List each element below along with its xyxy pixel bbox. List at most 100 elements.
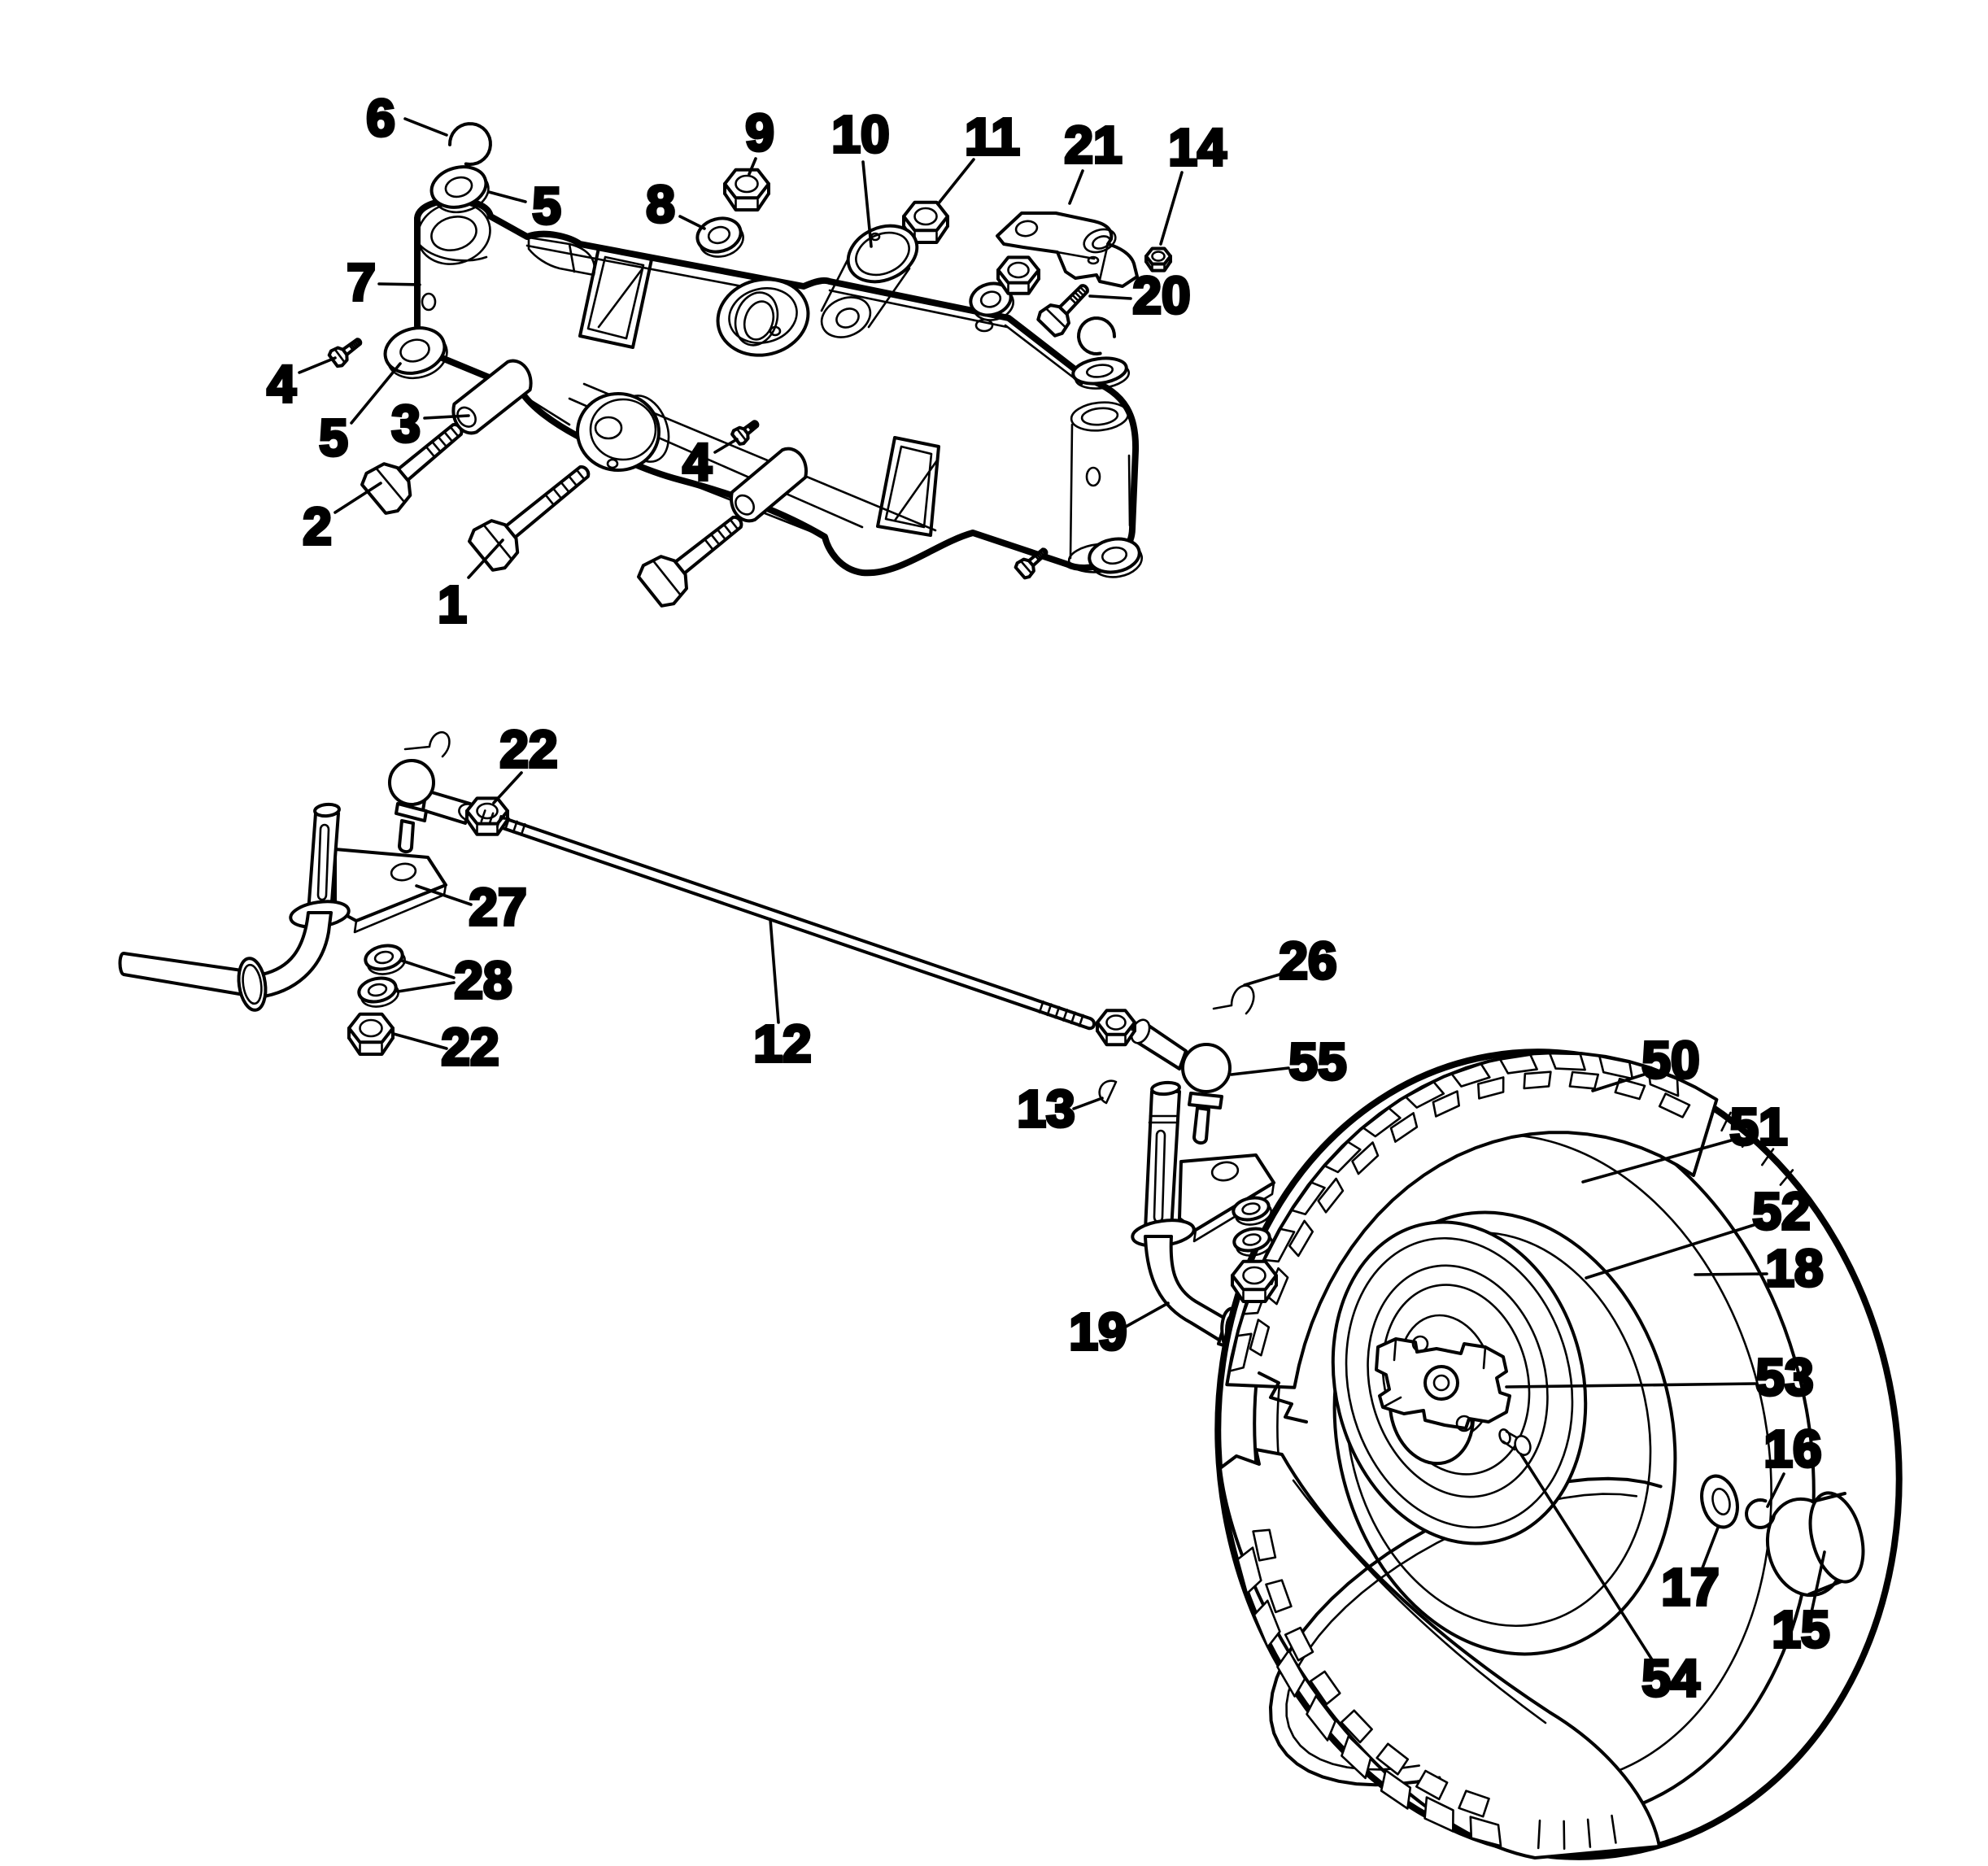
tie-rod-thread: [1062, 1009, 1069, 1022]
left-spindle: [118, 802, 447, 1012]
steering-linkage: [118, 730, 1359, 1388]
nut-under-arm-bore: [1007, 261, 1030, 279]
tread-block: [1252, 1528, 1277, 1562]
callout-leader-14: [1159, 171, 1184, 246]
bolt-1b-head-edge: [652, 559, 682, 597]
axle-window-1: [578, 246, 653, 349]
tie-rod-thread: [520, 822, 526, 836]
part-callout-5: 5: [319, 408, 348, 467]
tire-torn-edge-upper: [1258, 1371, 1308, 1423]
tread-block: [1375, 1742, 1410, 1776]
steering-arm-boss: [1083, 228, 1117, 254]
tread-hatch: [1586, 1818, 1592, 1848]
tie-rod-end-left: [388, 759, 482, 853]
tread-block: [1423, 1796, 1454, 1833]
bolt-2-thread: [430, 440, 442, 453]
nut-right-spindle-bore: [1242, 1266, 1266, 1285]
hook-pin-left: [403, 730, 451, 758]
bolt-20-thread: [1070, 294, 1080, 303]
tread-band-top: [1227, 1052, 1794, 1389]
washer-right-spindle-b: [1232, 1227, 1271, 1253]
part-callout-50: 50: [1641, 1031, 1699, 1089]
callout-leader-15: [1810, 1550, 1826, 1614]
callout-leader-8: [678, 215, 706, 230]
washer-8-bore: [707, 225, 731, 245]
screw-4a-thread: [350, 342, 356, 350]
nut-14-bore: [1151, 251, 1166, 262]
tread-hatch: [1537, 1819, 1541, 1850]
part-callout-13: 13: [1017, 1079, 1075, 1138]
axle-upper-bracket: [527, 236, 596, 277]
bolt-2-head-edge: [374, 466, 406, 504]
part-callout-53: 53: [1755, 1348, 1813, 1406]
tread-hatch: [1563, 1820, 1566, 1850]
bearing-bore-outer: [1423, 1365, 1459, 1401]
right-spindle-plate-hole: [1210, 1161, 1240, 1182]
trel-ball: [388, 759, 435, 806]
spacer-3a-bore: [456, 406, 477, 428]
bolt-small-right-head: [1014, 557, 1035, 580]
part-callout-5: 5: [532, 177, 561, 235]
bolt-1a-thread: [567, 474, 578, 487]
tie-rod-thread: [1054, 1005, 1061, 1019]
nut-22b-hex: [347, 1012, 395, 1044]
callout-leader-5: [350, 362, 402, 425]
spacer-3a: [451, 359, 533, 435]
tread-block: [1548, 1052, 1586, 1071]
trer-stud: [1192, 1106, 1210, 1144]
tread-block: [1477, 1076, 1505, 1100]
bearing-hole-bottom: [1455, 1415, 1473, 1432]
tread-block: [1523, 1070, 1552, 1090]
callout-leader-12: [769, 918, 780, 1024]
spacer-3b: [730, 447, 808, 523]
bushing-10-side: [867, 267, 911, 329]
washer-axle-bottom-bore: [1101, 546, 1128, 565]
valve-stem: [1498, 1428, 1532, 1456]
tread-block: [1253, 1599, 1281, 1649]
washer-17: [1700, 1474, 1739, 1529]
part-callout-22: 22: [499, 720, 557, 778]
part-callout-27: 27: [469, 878, 526, 936]
callout-leader-53: [1505, 1382, 1757, 1389]
nut-right-spindle-hex: [1231, 1259, 1278, 1292]
callout-leader-50: [1591, 1073, 1646, 1092]
bolt-small-right-thread: [1039, 550, 1045, 557]
right-spindle-keyslot: [1153, 1129, 1166, 1223]
part-callout-55: 55: [1288, 1032, 1346, 1091]
steering-arm-pinhole: [1087, 255, 1100, 265]
bolt-small-right-thread: [1037, 552, 1044, 559]
left-spindle-keyslot: [316, 823, 330, 901]
tie-rod-thread: [1078, 1014, 1084, 1027]
tie-rod-thread: [512, 820, 518, 834]
tread-block: [1389, 1112, 1419, 1143]
part-callout-14: 14: [1168, 118, 1227, 177]
tread-block: [1236, 1546, 1262, 1595]
tie-rod-end-right: [1130, 1018, 1232, 1144]
part-callout-4: 4: [267, 355, 296, 413]
right-spindle-bend: [1144, 1235, 1228, 1342]
callout-leader-16: [1766, 1472, 1785, 1508]
bolt-2-thread: [437, 435, 448, 448]
washer-5a: [429, 165, 488, 209]
nut-14-hex: [1144, 246, 1172, 266]
bushing-10-base: [820, 296, 872, 338]
callout-leader-26: [1243, 973, 1281, 987]
tread-block: [1450, 1062, 1491, 1088]
tie-rod-thread: [496, 814, 503, 828]
axle-body-lines: [529, 382, 937, 538]
tread-block: [1284, 1626, 1314, 1662]
axle-kingpin-bore: [734, 291, 779, 347]
callout-leader-51: [1581, 1139, 1733, 1184]
axle-top-face-line: [525, 244, 1083, 386]
callout-leader-20: [1088, 294, 1132, 300]
tread-band-bottom: [1236, 1528, 1617, 1850]
valve-stem-base: [1498, 1428, 1511, 1445]
nut-22b-bore: [359, 1018, 383, 1038]
part-callout-51: 51: [1729, 1097, 1787, 1156]
bolt-1a-thread: [560, 481, 571, 494]
e-clip-under-20: [1077, 316, 1116, 355]
screw-4b-head: [730, 425, 750, 446]
callout-leader-17: [1700, 1526, 1720, 1572]
tread-block: [1499, 1053, 1538, 1075]
